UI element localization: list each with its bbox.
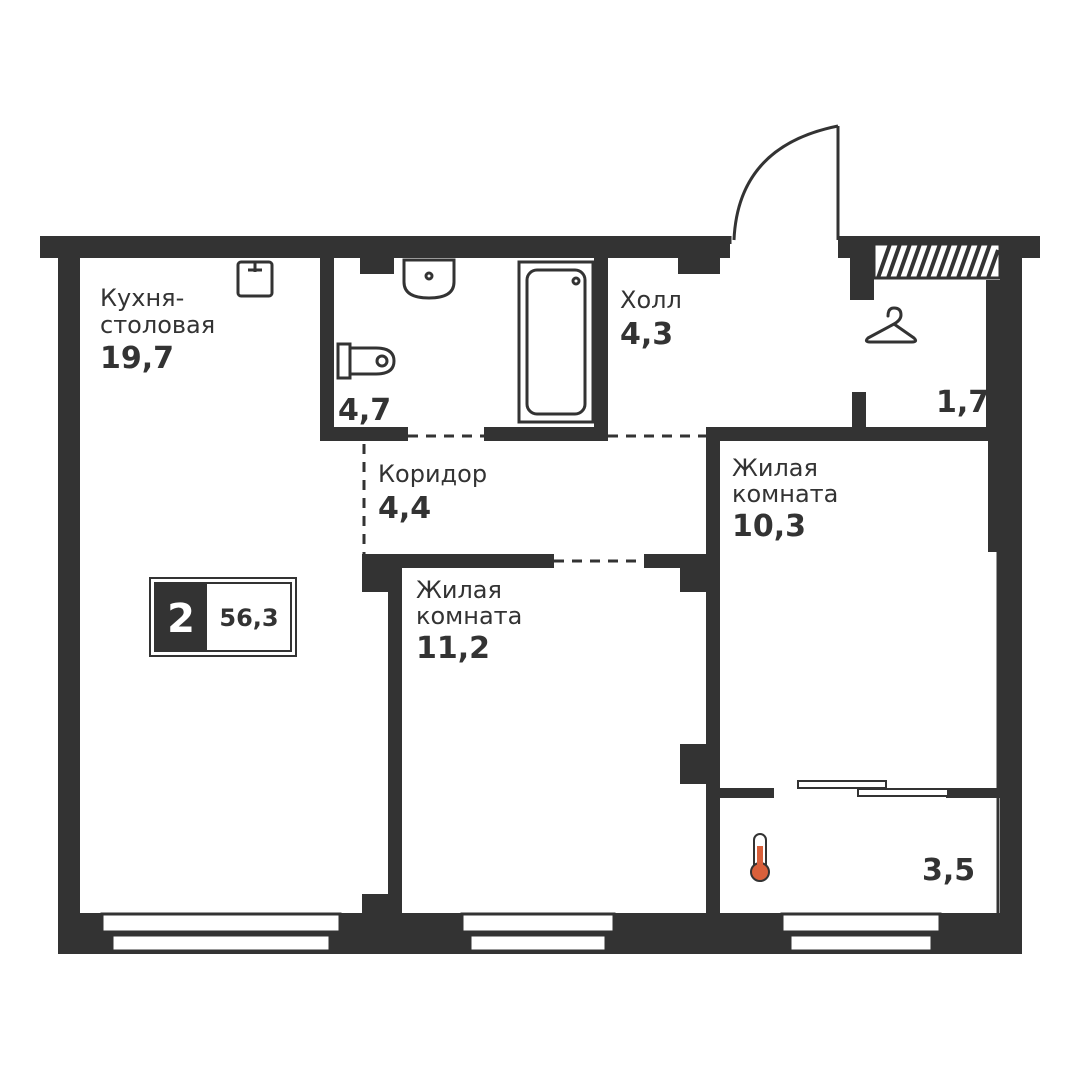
entrance-door-icon (728, 124, 840, 244)
bath-pillar (360, 258, 394, 274)
kitchen-area: 19,7 (100, 341, 174, 376)
bathroom-area: 4,7 (338, 393, 391, 428)
hall-area: 4,3 (620, 317, 673, 352)
kitchen-bath-wall (320, 236, 334, 441)
total-area: 56,3 (219, 604, 278, 632)
window-kitchen-sill (110, 933, 332, 953)
zone-borders (362, 434, 714, 563)
living-room-right-name-line2: комната (732, 480, 838, 508)
ventilation-shaft-icon (872, 242, 1002, 280)
living-room-middle-area: 11,2 (416, 631, 490, 666)
bathtub-icon (517, 260, 595, 424)
window-loggia-sill (788, 933, 934, 953)
loggia-area: 3,5 (922, 853, 975, 888)
bath-bottom-wall-right (484, 427, 608, 441)
loggia-top-wall-left (706, 788, 774, 798)
rooms-count: 2 (167, 596, 195, 642)
living-room-right-name-line1: Жилая (732, 454, 818, 482)
washbasin-icon (402, 258, 456, 300)
windows (100, 912, 942, 953)
window-kitchen (100, 912, 342, 934)
living-room-right-label: Жилая комната 10,3 (732, 454, 838, 544)
hall-label: Холл 4,3 (620, 286, 682, 352)
living-room-middle-label: Жилая комната 11,2 (416, 576, 522, 666)
kitchen-label: Кухня- столовая 19,7 (100, 284, 215, 376)
middle-right-wall-block (680, 744, 720, 784)
hall-name: Холл (620, 286, 682, 314)
window-middle-room (460, 912, 616, 934)
right-room-top-wall (706, 427, 1000, 441)
toilet-icon (336, 342, 396, 380)
window-loggia (780, 912, 942, 934)
corridor-label: Коридор 4,4 (378, 460, 487, 526)
top-wall-left (40, 236, 730, 258)
middle-room-top-wall-left (362, 554, 554, 568)
bath-hall-wall (594, 236, 608, 441)
kitchen-name-line2: столовая (100, 311, 215, 339)
window-middle-room-sill (468, 933, 608, 953)
living-room-middle-name-line1: Жилая (416, 576, 502, 604)
wardrobe-left-wall (852, 392, 866, 432)
hall-pillar (678, 258, 720, 274)
apartment-badge: 2 56,3 (149, 577, 297, 657)
corridor-name: Коридор (378, 460, 487, 488)
kitchen-name-line1: Кухня- (100, 284, 184, 312)
sink-icon (236, 260, 274, 298)
sliding-door (797, 780, 949, 797)
thermometer-icon (750, 833, 770, 882)
wardrobe-area: 1,7 (936, 385, 989, 420)
loggia-top-wall-right (946, 788, 1000, 798)
kitchen-right-wall (388, 556, 402, 914)
shaft-left-wall (860, 236, 874, 300)
corridor-area: 4,4 (378, 491, 431, 526)
hanger-icon (864, 306, 918, 344)
living-room-middle-name-line2: комната (416, 602, 522, 630)
outer-left-wall (58, 236, 80, 954)
living-room-right-area: 10,3 (732, 509, 806, 544)
kitchen-right-wall-bottom (362, 894, 402, 914)
wardrobe-right-wall (986, 280, 1000, 430)
bath-bottom-wall-left (320, 427, 408, 441)
